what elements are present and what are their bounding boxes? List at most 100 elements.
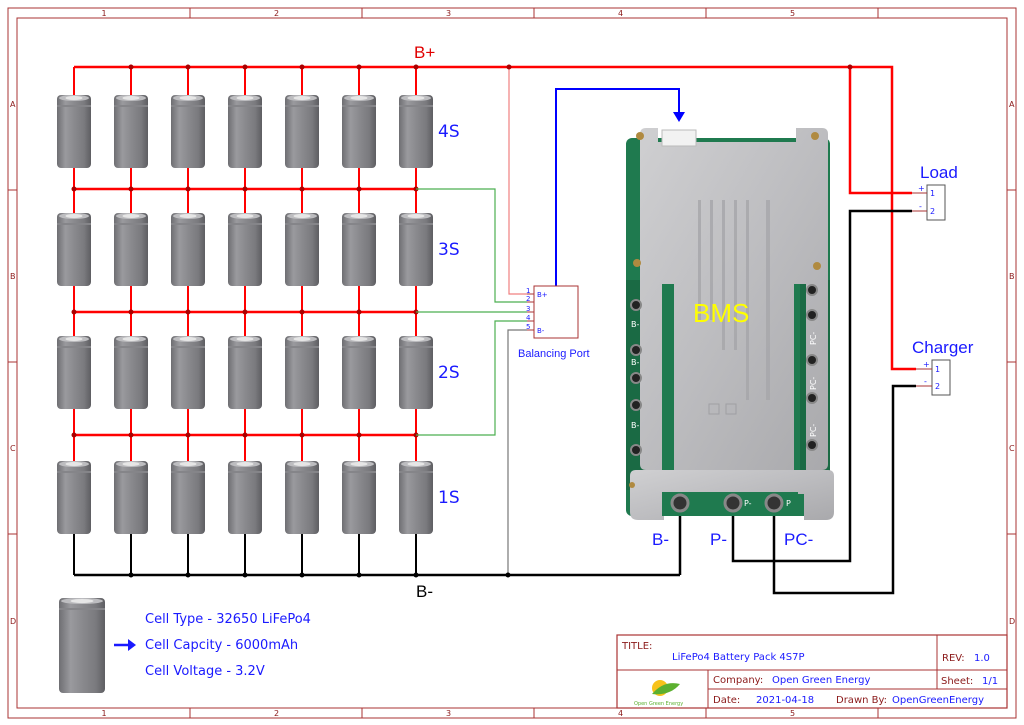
junction-dot: [128, 64, 134, 70]
b-plus-label: B+: [414, 43, 435, 62]
p-minus-to-load-wire: [731, 209, 912, 563]
charger-pin-num: 1: [935, 365, 940, 374]
battery-cell: [114, 461, 148, 534]
junction-dot: [242, 64, 248, 70]
cell-voltage-text: Cell Voltage - 3.2V: [145, 664, 265, 679]
load-pin-num: 2: [930, 207, 935, 216]
arrow-right-icon: [114, 639, 136, 651]
frame-row-label: D: [1009, 617, 1015, 626]
junction-dot: [128, 432, 134, 438]
junction-dot: [413, 572, 419, 578]
frame-column-label: 3: [446, 709, 451, 718]
balance-cable-to-bms: [555, 88, 680, 286]
battery-cell: [57, 95, 91, 168]
bms-pad-label: P: [786, 499, 791, 508]
battery-cell: [171, 336, 205, 409]
bms-pad: [630, 344, 642, 356]
junction-dot: [71, 432, 77, 438]
arrow-down-icon: [673, 112, 685, 122]
title-label: TITLE:: [621, 641, 652, 652]
battery-cell: [399, 461, 433, 534]
frame-column-label: 1: [102, 709, 107, 718]
series-label: 3S: [438, 240, 460, 260]
junction-dot: [71, 186, 77, 192]
battery-cell: [171, 213, 205, 286]
junction-dot: [299, 432, 305, 438]
frame-column-label: 1: [102, 9, 107, 18]
bms-terminal-pc-minus: [764, 493, 784, 513]
battery-cell: [171, 461, 205, 534]
frame-row-label: D: [10, 617, 16, 626]
frame-column-label: 5: [790, 9, 795, 18]
junction-dot: [299, 309, 305, 315]
bms-pad: [630, 299, 642, 311]
charger-label: Charger: [912, 338, 974, 357]
bms-pad-label: PC-: [809, 424, 818, 437]
bms-terminal-p-minus: [723, 493, 743, 513]
balancing-pin-number: 1: [526, 287, 530, 295]
junction-dot: [185, 432, 191, 438]
bms-pad: [806, 309, 818, 321]
balancing-pin-number: 2: [526, 295, 530, 303]
bms-pad-label: PC-: [809, 332, 818, 345]
b-plus-to-charger-wire: [416, 65, 916, 371]
battery-cell: [228, 95, 262, 168]
balance-wire-b-plus: [508, 67, 527, 295]
junction-dot: [185, 572, 191, 578]
junction-dot: [356, 64, 362, 70]
bms-pad: [806, 354, 818, 366]
battery-cell: [399, 213, 433, 286]
charger-connector: Charger + - 1 2: [912, 338, 974, 396]
load-pin-sign: +: [918, 184, 925, 193]
series-label: 4S: [438, 122, 460, 142]
junction-dot: [356, 432, 362, 438]
battery-cell: [342, 461, 376, 534]
cell-legend: Cell Type - 32650 LiFePo4 Cell Capcity -…: [59, 598, 311, 693]
junction-dot: [128, 309, 134, 315]
bms-pad: [630, 399, 642, 411]
junction-dot: [356, 186, 362, 192]
bms-board: B-B-B- PC-PC-PC- P- P BMS: [626, 128, 834, 520]
frame-column-label: 3: [446, 9, 451, 18]
balancing-pin-number: 4: [526, 314, 531, 322]
bms-label: BMS: [693, 298, 749, 328]
frame-column-label: 4: [618, 709, 623, 718]
series-label: 2S: [438, 363, 460, 383]
balancing-pin-number: 3: [526, 305, 530, 313]
load-connector: Load + - 1 2: [912, 163, 958, 221]
battery-cell: [228, 336, 262, 409]
junction-dot: [413, 64, 419, 70]
sheet-value: 1/1: [982, 676, 998, 687]
battery-cell: [114, 213, 148, 286]
bms-pad: [806, 392, 818, 404]
junction-dot: [185, 64, 191, 70]
title-block: TITLE: LiFePo4 Battery Pack 4S7P REV: 1.…: [616, 634, 1008, 709]
junction-dot: [242, 186, 248, 192]
battery-cell: [342, 336, 376, 409]
cell-capacity-text: Cell Capcity - 6000mAh: [145, 638, 298, 653]
junction-dot: [299, 572, 305, 578]
balancing-pin-number: 5: [526, 323, 530, 331]
bms-pad-label: B-: [631, 421, 639, 430]
pc-minus-to-charger-wire: [772, 384, 916, 595]
balance-wire-b-minus: [507, 329, 527, 575]
bms-pad-label: PC-: [809, 377, 818, 390]
bms-pad-label: B-: [631, 358, 639, 367]
charger-pin-num: 2: [935, 382, 940, 391]
drawing-title: LiFePo4 Battery Pack 4S7P: [672, 652, 805, 663]
frame-column-label: 2: [274, 709, 279, 718]
terminal-label-p-minus: P-: [710, 530, 727, 549]
battery-cell: [228, 213, 262, 286]
load-pin-num: 1: [930, 189, 935, 198]
junction-dot: [128, 186, 134, 192]
frame-column-label: 4: [618, 9, 623, 18]
frame-row-label: C: [1009, 444, 1015, 453]
bms-pad: [806, 284, 818, 296]
battery-cell: [285, 336, 319, 409]
rev-value: 1.0: [974, 653, 990, 664]
date-label: Date:: [713, 695, 740, 706]
junction-dot: [185, 186, 191, 192]
sheet-label: Sheet:: [941, 676, 973, 687]
